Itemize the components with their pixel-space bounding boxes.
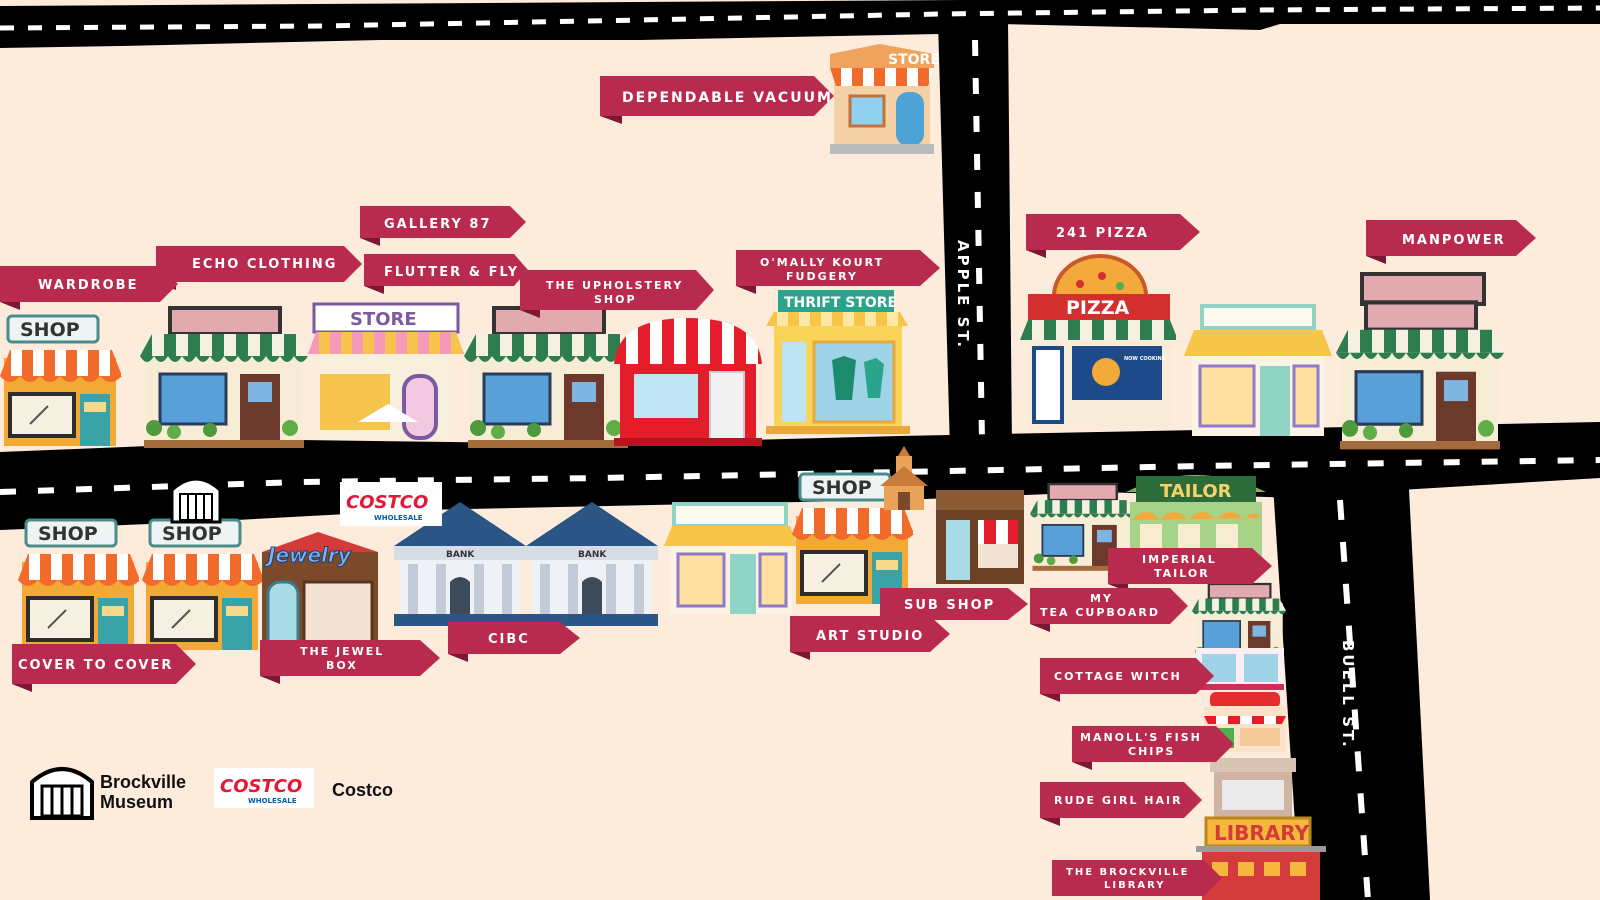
store-sign: STORE bbox=[350, 309, 417, 330]
museum-icon bbox=[30, 767, 94, 820]
label-echo-clothing-text: ECHO CLOTHING bbox=[192, 257, 337, 272]
manpower-building[interactable] bbox=[1336, 272, 1504, 449]
costco-map-logo[interactable]: COSTCO WHOLESALE bbox=[340, 482, 442, 526]
label-dependable-vacuum[interactable]: DEPENDABLE VACUUM bbox=[600, 76, 834, 124]
costco-logo-icon: COSTCO WHOLESALE bbox=[214, 768, 314, 808]
flutter-and-fly-building[interactable]: STORE bbox=[308, 302, 464, 440]
pizza-sign: PIZZA bbox=[1066, 297, 1130, 319]
label-manolls-line1: MANOLL'S FISH bbox=[1080, 731, 1202, 744]
label-omally-kourt-fudgery[interactable]: O'MALLY KOURT FUDGERY bbox=[736, 250, 940, 294]
label-brockville-library[interactable]: THE BROCKVILLE LIBRARY bbox=[1052, 860, 1222, 896]
241-pizza-building[interactable]: PIZZA NOW COOKING bbox=[1020, 254, 1178, 426]
church-icon[interactable] bbox=[880, 446, 928, 510]
label-dependable-vacuum-text: DEPENDABLE VACUUM bbox=[622, 90, 833, 106]
now-cooking-sign: NOW COOKING bbox=[1124, 356, 1166, 362]
label-gallery-87-text: GALLERY 87 bbox=[384, 217, 492, 232]
label-jewel-box-line1: THE JEWEL bbox=[300, 645, 384, 658]
shop-sign: SHOP bbox=[162, 523, 222, 545]
jewelry-sign: Jewelry bbox=[264, 543, 352, 567]
label-my-tea-cupboard[interactable]: MY TEA CUPBOARD bbox=[1030, 588, 1188, 632]
map-legend: Brockville Museum COSTCO WHOLESALE Costc… bbox=[30, 767, 393, 820]
wholesale-logo-text: WHOLESALE bbox=[374, 514, 423, 522]
legend-costco-label: Costco bbox=[332, 780, 393, 800]
rude-girl-hair-building[interactable] bbox=[1210, 758, 1296, 818]
label-omally-line2: FUDGERY bbox=[786, 270, 858, 283]
label-sub-shop-text: SUB SHOP bbox=[904, 598, 995, 613]
label-imperial-line1: IMPERIAL bbox=[1142, 553, 1217, 566]
label-rude-girl-hair-text: RUDE GIRL HAIR bbox=[1054, 794, 1183, 807]
label-library-line1: THE BROCKVILLE bbox=[1066, 867, 1189, 878]
apple-street-label: APPLE ST. bbox=[954, 240, 972, 350]
label-library-line2: LIBRARY bbox=[1104, 880, 1166, 891]
legend-museum-line1: Brockville bbox=[100, 772, 186, 792]
label-cibc-text: CIBC bbox=[488, 632, 530, 647]
legend-wholesale-text: WHOLESALE bbox=[248, 797, 297, 805]
dependable-vacuum-building[interactable]: STORE bbox=[830, 44, 940, 154]
buell-street-label: BUELL ST. bbox=[1339, 640, 1357, 750]
label-imperial-line2: TAILOR bbox=[1154, 567, 1210, 580]
red-awning-store-building[interactable] bbox=[614, 318, 762, 446]
label-echo-clothing[interactable]: ECHO CLOTHING bbox=[156, 246, 362, 290]
bank-sign: BANK bbox=[578, 550, 607, 560]
label-manolls-line2: CHIPS bbox=[1128, 745, 1175, 758]
upholstery-shop-building[interactable] bbox=[462, 306, 634, 450]
omally-kourt-fudgery-building[interactable]: THRIFT STORE bbox=[766, 290, 910, 434]
label-manolls-fish-chips[interactable]: MANOLL'S FISH CHIPS bbox=[1072, 726, 1234, 770]
top-road bbox=[0, 0, 1600, 48]
thrift-store-sign: THRIFT STORE bbox=[784, 295, 897, 311]
label-sub-shop[interactable]: SUB SHOP bbox=[880, 588, 1028, 628]
bottom-yellow-store-building[interactable] bbox=[664, 502, 798, 614]
library-sign: LIBRARY bbox=[1214, 821, 1310, 845]
store-sign: STORE bbox=[888, 52, 940, 68]
shop-sign: SHOP bbox=[812, 477, 872, 499]
label-jewel-box[interactable]: THE JEWEL BOX bbox=[260, 640, 440, 684]
cover-to-cover-shop-building[interactable]: SHOP bbox=[16, 518, 142, 652]
label-art-studio-text: ART STUDIO bbox=[816, 629, 924, 644]
wardrobe-shop-building[interactable]: SHOP bbox=[0, 314, 124, 448]
sub-shop-building[interactable] bbox=[936, 490, 1024, 584]
art-studio-shop-building[interactable]: SHOP bbox=[790, 472, 916, 606]
label-manpower[interactable]: MANPOWER bbox=[1366, 220, 1536, 264]
label-rude-girl-hair[interactable]: RUDE GIRL HAIR bbox=[1040, 782, 1202, 826]
label-cover-to-cover-text: COVER TO COVER bbox=[18, 658, 173, 673]
shop-sign: SHOP bbox=[20, 319, 80, 341]
cottage-witch-building[interactable] bbox=[1196, 648, 1284, 690]
bank-sign: BANK bbox=[446, 550, 475, 560]
label-imperial-tailor[interactable]: IMPERIAL TAILOR bbox=[1108, 548, 1272, 592]
label-omally-line1: O'MALLY KOURT bbox=[760, 256, 884, 269]
tailor-sign: TAILOR bbox=[1160, 481, 1232, 502]
label-gallery-87[interactable]: GALLERY 87 bbox=[360, 206, 526, 246]
museum-area-shop-building[interactable]: SHOP bbox=[140, 518, 266, 652]
label-upholstery-line1: THE UPHOLSTERY bbox=[546, 279, 683, 292]
shop-sign: SHOP bbox=[38, 523, 98, 545]
yellow-awning-store-building[interactable] bbox=[1184, 304, 1332, 436]
label-flutter-and-fly-text: FLUTTER & FLY bbox=[384, 265, 519, 280]
label-241-pizza[interactable]: 241 PIZZA bbox=[1026, 214, 1200, 258]
label-manpower-text: MANPOWER bbox=[1402, 233, 1506, 248]
label-tea-line2: TEA CUPBOARD bbox=[1040, 606, 1160, 619]
label-wardrobe-text: WARDROBE bbox=[38, 278, 138, 293]
label-cover-to-cover[interactable]: COVER TO COVER bbox=[12, 644, 196, 692]
label-tea-line1: MY bbox=[1090, 592, 1113, 605]
label-cottage-witch[interactable]: COTTAGE WITCH bbox=[1040, 658, 1214, 702]
museum-map-icon[interactable] bbox=[170, 477, 222, 524]
label-upholstery-line2: SHOP bbox=[594, 293, 637, 306]
legend-costco-logo-text: COSTCO bbox=[220, 776, 302, 797]
label-upholstery-shop[interactable]: THE UPHOLSTERY SHOP bbox=[520, 270, 714, 318]
apple-street-road bbox=[938, 20, 1012, 450]
label-flutter-and-fly[interactable]: FLUTTER & FLY bbox=[364, 254, 528, 294]
label-jewel-box-line2: BOX bbox=[326, 659, 358, 672]
costco-logo-text: COSTCO bbox=[346, 492, 428, 513]
label-art-studio[interactable]: ART STUDIO bbox=[790, 616, 950, 660]
label-cibc[interactable]: CIBC bbox=[448, 622, 580, 662]
label-cottage-witch-text: COTTAGE WITCH bbox=[1054, 670, 1182, 683]
label-wardrobe[interactable]: WARDROBE bbox=[0, 266, 178, 310]
label-241-pizza-text: 241 PIZZA bbox=[1056, 226, 1149, 241]
echo-clothing-building[interactable] bbox=[138, 306, 310, 450]
second-bank-building[interactable]: BANK bbox=[526, 502, 658, 626]
brockville-library-building[interactable]: LIBRARY bbox=[1196, 816, 1326, 900]
legend-museum-line2: Museum bbox=[100, 792, 173, 812]
